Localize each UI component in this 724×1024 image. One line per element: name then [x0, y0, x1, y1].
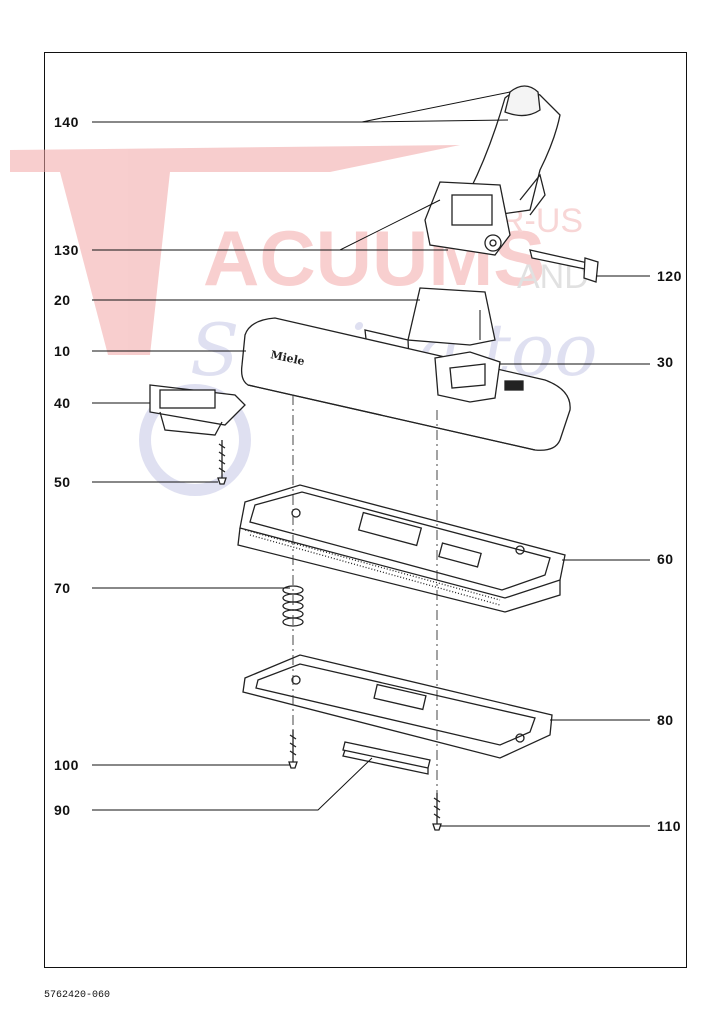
- part-60-brush: [237, 484, 566, 613]
- part-10-body: Miele: [240, 317, 571, 451]
- callout-40: 40: [54, 395, 71, 411]
- document-number: 5762420-060: [44, 990, 111, 1001]
- callout-20: 20: [54, 292, 71, 308]
- part-50-screw: [217, 440, 227, 485]
- callout-70: 70: [54, 580, 71, 596]
- part-130-joint: [424, 181, 511, 256]
- watermark-v-shape: [10, 145, 460, 355]
- part-110-screw: [432, 793, 442, 831]
- drawing-frame: [44, 52, 687, 968]
- part-40-clip: [149, 384, 246, 436]
- part-80-plate: [242, 654, 553, 759]
- callout-100: 100: [54, 757, 79, 773]
- callout-130: 130: [54, 242, 79, 258]
- callout-60: 60: [657, 551, 674, 567]
- part-100-screw: [288, 730, 298, 769]
- callout-140: 140: [54, 114, 79, 130]
- leader-140: [92, 91, 511, 123]
- part-140-elbow: [469, 85, 561, 216]
- callout-120: 120: [657, 268, 682, 284]
- callout-50: 50: [54, 474, 71, 490]
- leader-130: [92, 199, 448, 251]
- alignment-lines: [292, 395, 438, 793]
- leader-lines: [92, 91, 650, 827]
- part-120-pin: [529, 249, 599, 283]
- callout-80: 80: [657, 712, 674, 728]
- part-90-strip: [342, 741, 431, 775]
- leader-90: [92, 757, 373, 811]
- callout-90: 90: [54, 802, 71, 818]
- leader-30: [479, 310, 650, 365]
- parts: Miele: [149, 85, 599, 831]
- callout-10: 10: [54, 343, 71, 359]
- callout-110: 110: [657, 818, 682, 834]
- callout-30: 30: [657, 354, 674, 370]
- part-30-pedal: [434, 351, 501, 403]
